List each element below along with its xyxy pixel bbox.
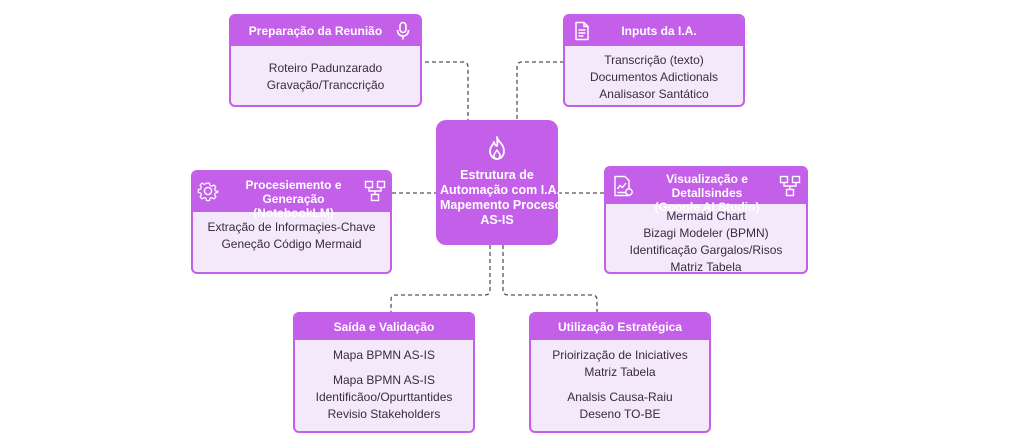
gear-icon [197, 180, 219, 205]
node-saida: Saída e Validação Mapa BPMN AS-IS Mapa B… [293, 312, 475, 433]
node-preparacao-header: Preparação da Reunião [231, 16, 420, 46]
connector-preparacao [418, 61, 469, 120]
node-inputs-title: Inputs da I.A. [621, 24, 697, 38]
center-title: Estrutura de Automação com I.A. Mapement… [440, 168, 570, 227]
flowchart-icon [364, 180, 386, 205]
center-node: Estrutura de Automação com I.A. Mapement… [436, 120, 570, 245]
flame-icon [486, 135, 508, 165]
node-processamento-header: Procesiemento e Generação (NotebookLM) [193, 172, 390, 220]
node-preparacao: Preparação da Reunião Roteiro Padunzarad… [229, 14, 422, 107]
node-saida-title: Saída e Validação [333, 320, 435, 334]
node-inputs-header: Inputs da I.A. [565, 16, 743, 46]
node-saida-header: Saída e Validação [295, 314, 473, 340]
node-preparacao-title: Preparação da Reunião [248, 24, 383, 38]
connector-saida [390, 245, 491, 312]
node-visualizacao: Visualização e Detallsindes (Google AI S… [604, 166, 808, 274]
connector-utilizacao [502, 245, 598, 312]
document-icon [573, 21, 591, 44]
connector-inputs [516, 61, 564, 120]
node-utilizacao-header: Utilização Estratégica [531, 314, 709, 340]
node-inputs: Inputs da I.A. Transcrição (texto) Docum… [563, 14, 745, 107]
node-utilizacao-title: Utilização Estratégica [557, 320, 683, 334]
flowchart-icon [779, 175, 801, 200]
node-processamento-title: Procesiemento e Generação [245, 178, 342, 206]
node-visualizacao-header: Visualização e Detallsindes (Google AI S… [606, 168, 806, 214]
microphone-icon [395, 21, 411, 44]
node-visualizacao-title: Visualização e Detallsindes [666, 172, 748, 200]
node-processamento: Procesiemento e Generação (NotebookLM) E… [191, 170, 392, 274]
node-utilizacao: Utilização Estratégica Prioirização de I… [529, 312, 711, 433]
chart-document-icon [612, 175, 634, 200]
